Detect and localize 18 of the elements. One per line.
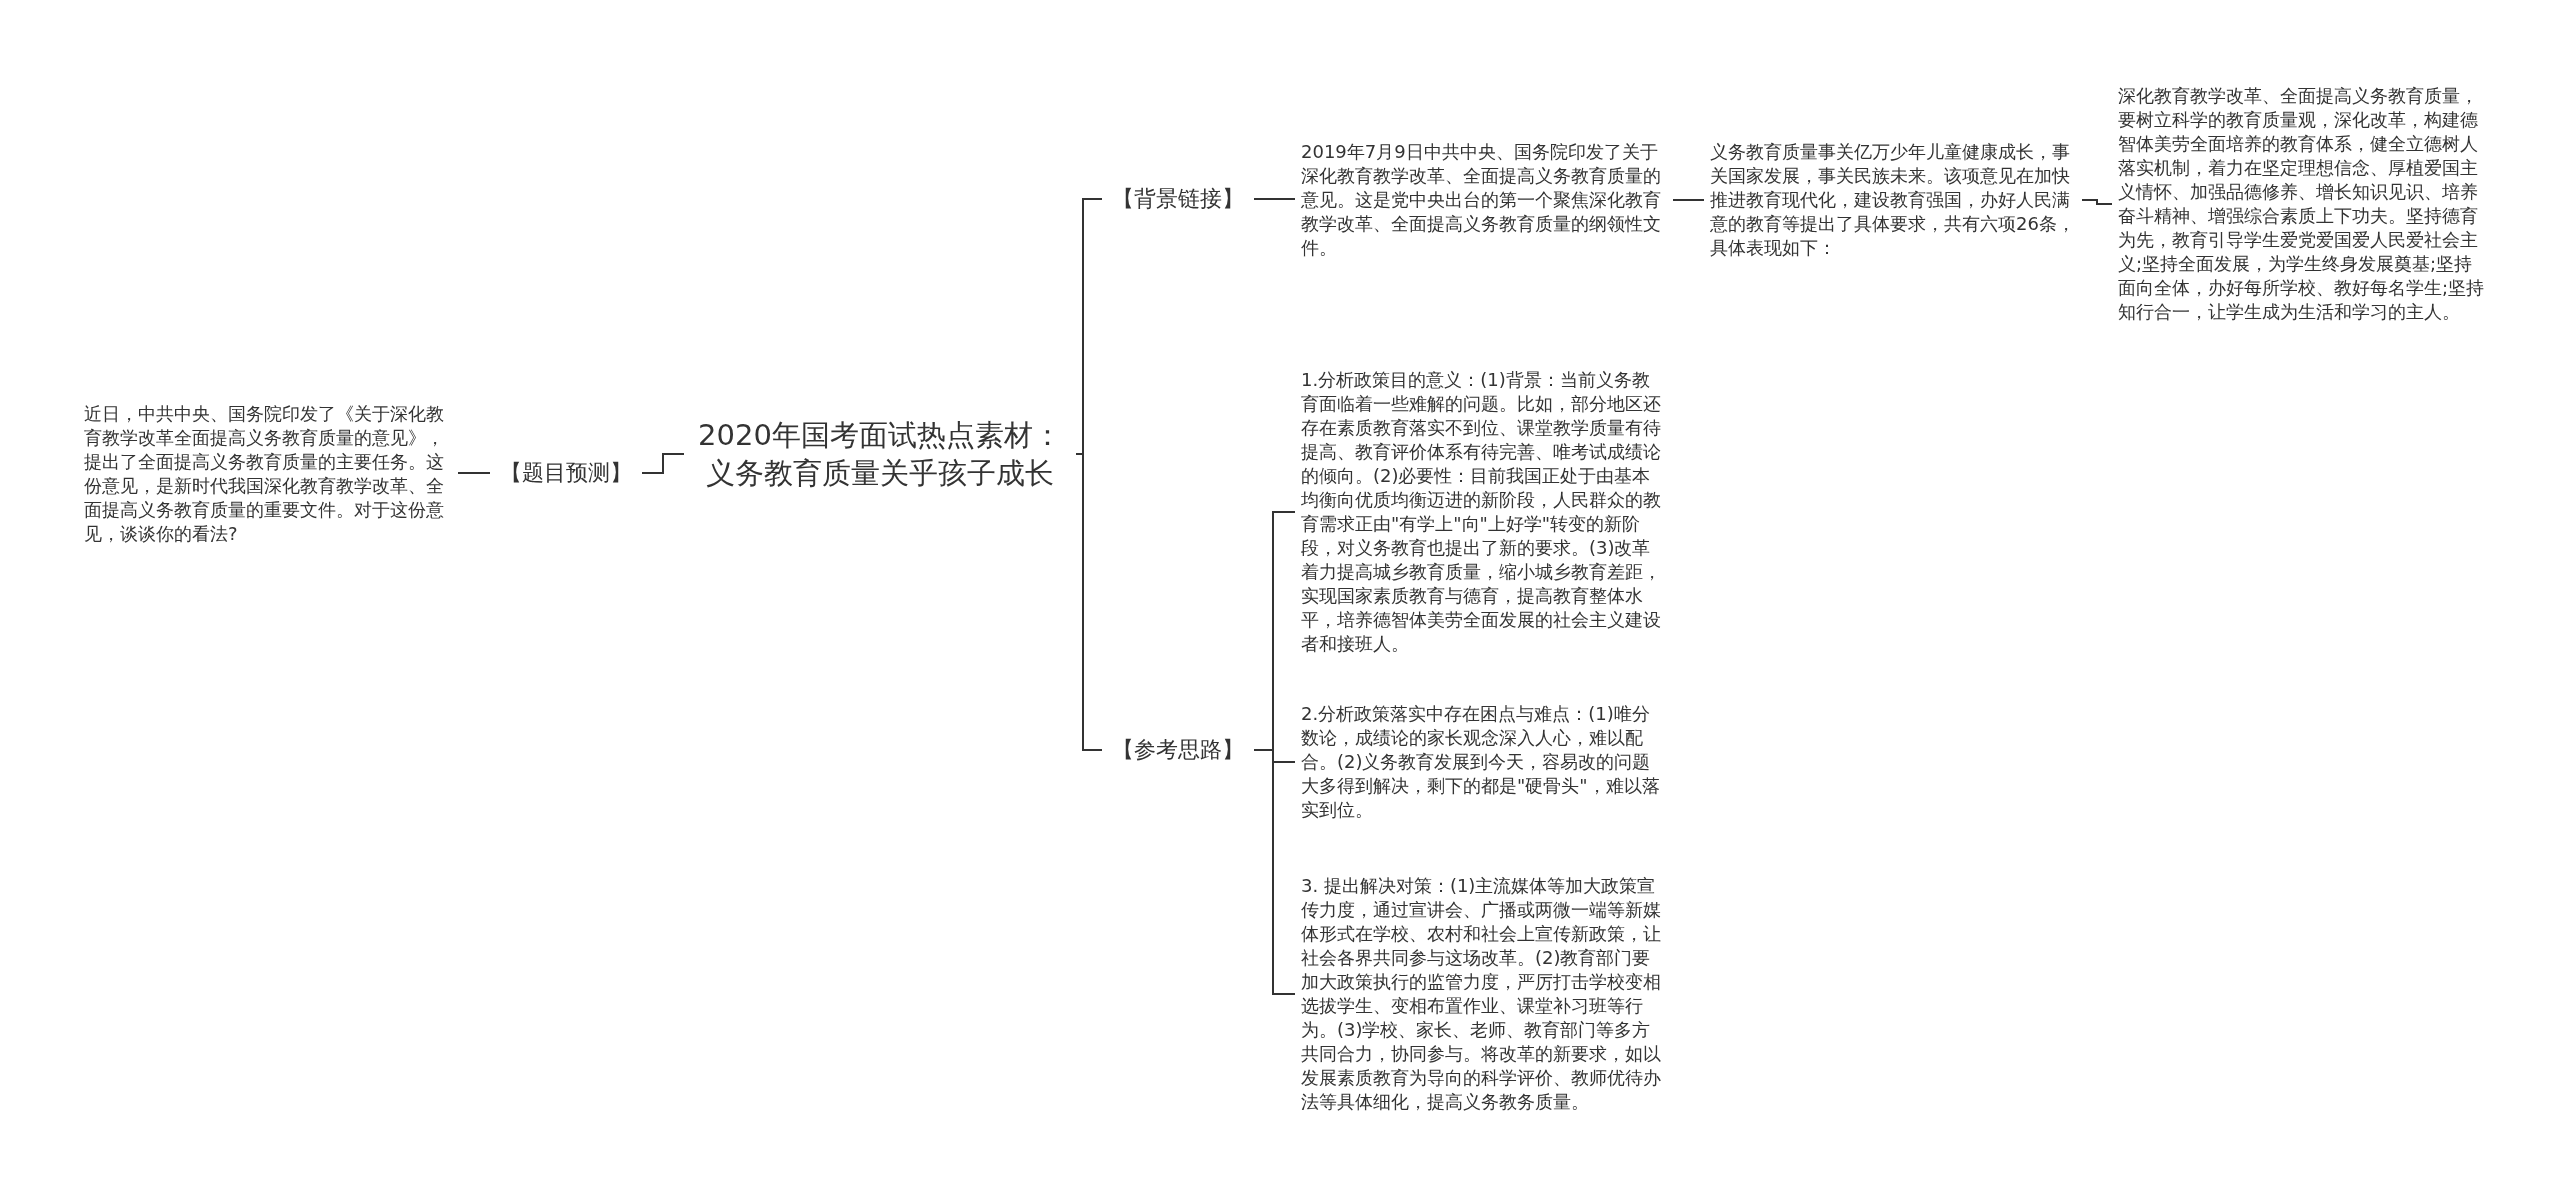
branch-label: 【参考思路】 — [1108, 736, 1248, 764]
branch-label: 【题目预测】 — [496, 459, 636, 487]
note-text: 1.分析政策目的意义：(1)背景：当前义务教育面临着一些难解的问题。比如，部分地区还存在素质教育落实不到位、课堂教学质量有待提高、教育评价体系有待完善、唯考试成绩论的倾向。(2)必要性：目前我国正处于由基本均衡向优质均衡迈进的新阶段，人民群众的教育需求正由"有学上"向"上好学"转变的新阶段，对义务教育也提出了新的要求。(3)改革着力提高城乡教育质量，缩小城乡教育差距，实现国家素质教育与德育，提高教育整体水平，培养德智体美劳全面发展的社会主义建设者和接班人。 — [1301, 368, 1667, 656]
connector-line — [1253, 749, 1296, 995]
connector-line — [1075, 453, 1103, 751]
branch-label: 【背景链接】 — [1108, 185, 1248, 213]
connector-line — [457, 472, 491, 474]
note-text: 3. 提出解决对策：(1)主流媒体等加大政策宣传力度，通过宣讲会、广播或两微一端等新媒体形式在学校、农村和社会上宣传新政策，让社会各界共同参与这场改革。(2)教育部门要加大政策执行的监管力度，严厉打击学校变相选拔学生、变相布置作业、课堂补习班等行为。(3)学校、家长、老师、教育部门等多方共同合力，协同参与。将改革的新要求，如以发展素质教育为导向的科学评价、教师优待办法等具体细化，提高义务教务质量。 — [1301, 874, 1667, 1114]
note-text: 2.分析政策落实中存在困点与难点：(1)唯分数论，成绩论的家长观念深入人心，难以配合。(2)义务教育发展到今天，容易改的问题大多得到解决，剩下的都是"硬骨头"，难以落实到位。 — [1301, 702, 1667, 822]
connector-line — [2081, 199, 2113, 205]
connector-line — [1253, 198, 1296, 200]
connector-line — [1672, 199, 1705, 201]
note-text: 深化教育教学改革、全面提高义务教育质量，要树立科学的教育质量观，深化改革，构建德智体美劳全面培养的教育体系，健全立德树人落实机制，着力在坚定理想信念、厚植爱国主义情怀、加强品德修养、增长知识见识、培养奋斗精神、增强综合素质上下功夫。坚持德育为先，教育引导学生爱党爱国爱人民爱社会主义;坚持全面发展，为学生终身发展奠基;坚持面向全体，办好每所学校、教好每名学生;坚持知行合一，让学生成为生活和学习的主人。 — [2118, 84, 2488, 324]
note-text: 近日，中共中央、国务院印发了《关于深化教育教学改革全面提高义务教育质量的意见》，提出了全面提高义务教育质量的主要任务。这份意见，是新时代我国深化教育教学改革、全面提高义务教育质量的重要文件。对于这份意见，谈谈你的看法? — [84, 402, 452, 546]
connector-line — [641, 453, 685, 474]
note-text: 2019年7月9日中共中央、国务院印发了关于深化教育教学改革、全面提高义务教育质量的意见。这是党中央出台的第一个聚焦深化教育教学改革、全面提高义务教育质量的纲领性文件。 — [1301, 140, 1667, 260]
central-topic: 2020年国考面试热点素材：义务教育质量关乎孩子成长 — [690, 416, 1070, 492]
note-text: 义务教育质量事关亿万少年儿童健康成长，事关国家发展，事关民族未来。该项意见在加快推进教育现代化，建设教育强国，办好人民满意的教育等提出了具体要求，共有六项26条，具体表现如下： — [1710, 140, 2076, 260]
